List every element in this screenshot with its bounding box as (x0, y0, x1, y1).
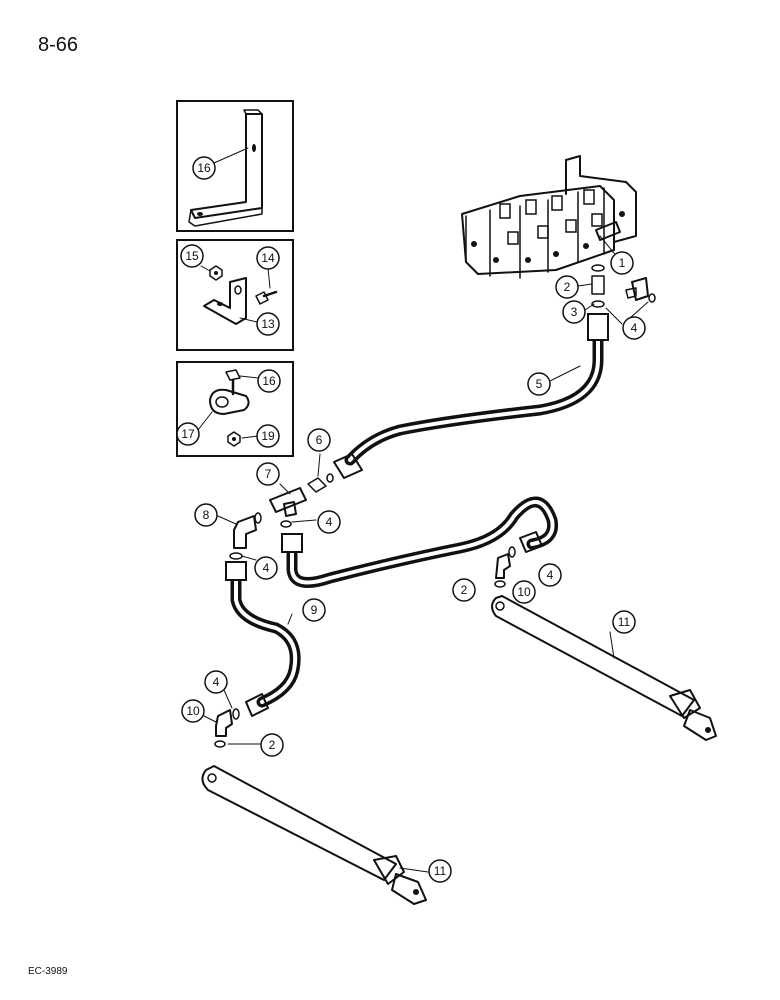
callout-4-right: 4 (547, 568, 554, 582)
callout-16-bracket: 16 (197, 161, 211, 175)
callout-4-valve: 4 (631, 321, 638, 335)
callout-4-tee: 4 (326, 515, 333, 529)
inset-bracket-assembly (176, 239, 294, 351)
valve-fittings (577, 264, 656, 325)
control-valve (461, 155, 637, 279)
inset-clamp (176, 361, 294, 457)
callout-7: 7 (265, 467, 272, 481)
callout-1: 1 (619, 256, 626, 270)
callout-11-left: 11 (434, 864, 447, 878)
callout-19: 19 (261, 429, 275, 443)
callout-10-right: 10 (517, 585, 531, 599)
tee-fitting (269, 453, 334, 528)
callout-10-left: 10 (186, 704, 200, 718)
callout-4-left: 4 (213, 675, 220, 689)
callout-13: 13 (261, 317, 275, 331)
callout-6: 6 (316, 433, 323, 447)
callout-9: 9 (311, 603, 318, 617)
callout-14: 14 (261, 251, 275, 265)
callout-3: 3 (571, 305, 578, 319)
cylinder-left (201, 765, 429, 905)
hose-5 (333, 313, 609, 479)
callout-4-elbow: 4 (263, 561, 270, 575)
page-number: 8-66 (38, 34, 79, 56)
cylinder-right (491, 595, 717, 741)
callout-11-right: 11 (618, 615, 631, 629)
callout-15: 15 (185, 249, 199, 263)
callout-17: 17 (181, 427, 195, 441)
hose-9-upper (281, 496, 559, 588)
hose-9-lower (225, 561, 301, 717)
callout-5: 5 (536, 377, 543, 391)
inset-bracket-16 (176, 100, 294, 232)
callout-8: 8 (203, 508, 210, 522)
callout-2-right: 2 (461, 583, 468, 597)
elbow-fitting-10 (203, 689, 263, 748)
callout-16-bolt: 16 (262, 374, 276, 388)
elbow-fitting-8 (217, 512, 262, 561)
callout-2-valve: 2 (564, 280, 571, 294)
document-code: EC-3989 (28, 966, 68, 977)
callout-2-left: 2 (269, 738, 276, 752)
